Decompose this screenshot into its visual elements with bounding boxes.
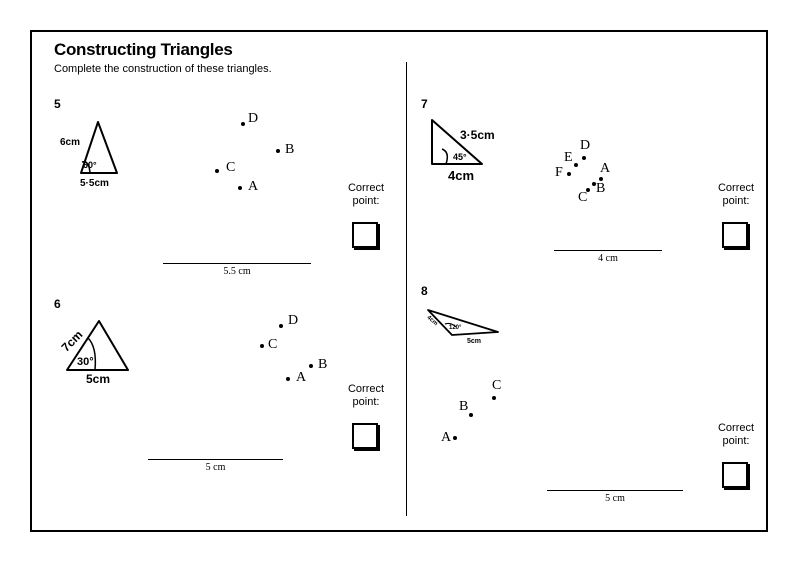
- question-7-point-d[interactable]: [582, 156, 586, 160]
- question-7-point-b[interactable]: [592, 182, 596, 186]
- question-6-sketch: [66, 320, 129, 371]
- question-7-point-f[interactable]: [567, 172, 571, 176]
- question-8-label-b: B: [459, 399, 469, 414]
- question-5-base-label: 5·5cm: [80, 178, 109, 189]
- correct-label-line2: point:: [352, 195, 380, 207]
- question-7-point-c[interactable]: [586, 188, 590, 192]
- question-6-point-a[interactable]: [286, 377, 290, 381]
- question-7-answer-box[interactable]: [722, 222, 748, 248]
- correct-label-line1: Correct: [347, 383, 385, 395]
- question-5-sketch: [80, 121, 118, 174]
- question-6-base-label: 5cm: [86, 372, 111, 386]
- question-5-label-b: B: [285, 142, 295, 157]
- question-7-base-line: [554, 250, 662, 251]
- question-5-point-c[interactable]: [215, 169, 219, 173]
- question-5-answer-box[interactable]: [352, 222, 378, 248]
- question-8-point-c[interactable]: [492, 396, 496, 400]
- question-6-point-c[interactable]: [260, 344, 264, 348]
- question-5-point-a[interactable]: [238, 186, 242, 190]
- question-5-side-label: 6cm: [60, 137, 81, 148]
- question-5-label-d: D: [248, 111, 259, 126]
- column-divider: [406, 62, 407, 516]
- worksheet-frame: [30, 30, 768, 532]
- question-7-correct-point-label: Correct point:: [706, 182, 766, 208]
- question-6-base-line: [148, 459, 283, 460]
- question-7-label-b: B: [596, 181, 606, 196]
- question-7-label-e: E: [564, 150, 573, 165]
- correct-label-line2: point:: [722, 435, 750, 447]
- question-8-base-line: [547, 490, 683, 491]
- question-6-line-length: 5 cm: [205, 462, 226, 473]
- question-5-base-line: [163, 263, 311, 264]
- correct-label-line1: Correct: [717, 422, 755, 434]
- question-7-angle-label: 45°: [453, 152, 467, 162]
- question-5-correct-point-label: Correct point:: [336, 182, 396, 208]
- question-8-label-c: C: [492, 378, 502, 393]
- question-5-label-c: C: [226, 160, 236, 175]
- page-title: Constructing Triangles: [54, 40, 233, 59]
- question-8-sketch: [427, 309, 499, 336]
- correct-label-line1: Correct: [347, 182, 385, 194]
- question-6-label-d: D: [288, 313, 299, 328]
- question-7-label-d: D: [580, 138, 591, 153]
- question-6-number: 6: [54, 297, 61, 311]
- question-8-line-length: 5 cm: [605, 493, 625, 504]
- question-7-point-a[interactable]: [599, 177, 603, 181]
- question-7-side-label: 3·5cm: [460, 128, 495, 142]
- question-8-point-a[interactable]: [453, 436, 457, 440]
- question-7-base-label: 4cm: [448, 168, 475, 183]
- question-6-label-c: C: [268, 337, 278, 352]
- correct-label-line2: point:: [352, 396, 380, 408]
- question-5-point-d[interactable]: [241, 122, 245, 126]
- question-7-label-c: C: [578, 190, 588, 205]
- question-6-point-d[interactable]: [279, 324, 283, 328]
- question-7-sketch: [431, 119, 483, 165]
- correct-label-line1: Correct: [717, 182, 755, 194]
- question-7-label-a: A: [600, 161, 611, 176]
- question-7-number: 7: [421, 97, 428, 111]
- question-5-angle-label: 60°: [83, 160, 97, 170]
- instructions: Complete the construction of these trian…: [54, 63, 272, 75]
- question-6-answer-box[interactable]: [352, 423, 378, 449]
- question-5-line-length: 5.5 cm: [223, 266, 251, 277]
- question-8-correct-point-label: Correct point:: [706, 422, 766, 448]
- question-8-base-label: 5cm: [467, 338, 482, 345]
- question-8-point-b[interactable]: [469, 413, 473, 417]
- question-5-point-b[interactable]: [276, 149, 280, 153]
- correct-label-line2: point:: [722, 195, 750, 207]
- question-8-answer-box[interactable]: [722, 462, 748, 488]
- question-5-label-a: A: [248, 179, 259, 194]
- question-8-number: 8: [421, 284, 428, 298]
- question-7-line-length: 4 cm: [598, 253, 618, 264]
- question-6-label-a: A: [296, 370, 307, 385]
- question-8-label-a: A: [441, 430, 452, 445]
- question-6-angle-label: 30°: [77, 356, 94, 368]
- question-6-correct-point-label: Correct point:: [336, 383, 396, 409]
- question-7-point-e[interactable]: [574, 163, 578, 167]
- question-6-point-b[interactable]: [309, 364, 313, 368]
- question-6-label-b: B: [318, 357, 328, 372]
- question-7-label-f: F: [555, 165, 563, 180]
- question-5-number: 5: [54, 97, 61, 111]
- question-8-angle-label: 120°: [449, 325, 462, 331]
